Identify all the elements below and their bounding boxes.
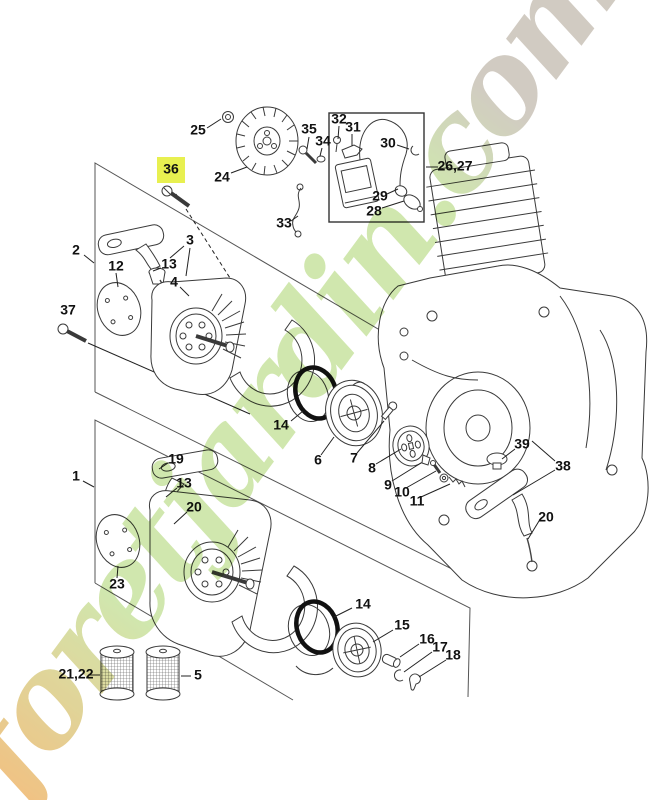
handle-cap-39-drawing — [486, 452, 508, 470]
gasket-12-drawing — [96, 282, 142, 336]
part-label-10[interactable]: 10 — [394, 484, 410, 500]
part-label-13[interactable]: 13 — [176, 475, 192, 491]
engine-assembly-drawing — [377, 142, 649, 599]
upper-starter-handle-drawing — [97, 224, 165, 271]
part-label-20[interactable]: 20 — [186, 499, 202, 515]
lower-starter-housing-drawing — [148, 490, 272, 657]
part-label-4[interactable]: 4 — [170, 274, 178, 290]
ignition-coil-drawing — [333, 118, 423, 212]
pin-10-drawing — [430, 460, 442, 474]
part-label-38[interactable]: 38 — [555, 458, 571, 474]
screw-7-drawing — [380, 401, 398, 421]
spark-plug-wire — [359, 118, 408, 187]
part-label-12[interactable]: 12 — [108, 258, 124, 274]
part-label-32[interactable]: 32 — [331, 111, 347, 127]
right-handle-38-drawing — [465, 468, 533, 563]
highlight-box — [157, 157, 185, 183]
part-label-7[interactable]: 7 — [350, 450, 358, 466]
leader-lines — [82, 118, 556, 678]
part-label-1[interactable]: 1 — [72, 468, 80, 484]
part-label-16[interactable]: 16 — [419, 631, 435, 647]
part-label-28[interactable]: 28 — [366, 203, 382, 219]
part-label-18[interactable]: 18 — [445, 647, 461, 663]
part-label-23[interactable]: 23 — [109, 576, 125, 592]
clip-18-drawing — [409, 673, 421, 691]
part-label-19[interactable]: 19 — [168, 451, 184, 467]
part-label-34[interactable]: 34 — [315, 133, 331, 149]
part-label-14[interactable]: 14 — [355, 596, 371, 612]
pawl-9-drawing — [421, 454, 431, 466]
part-label-20[interactable]: 20 — [538, 509, 554, 525]
part-label-15[interactable]: 15 — [394, 617, 410, 633]
washer-34-drawing — [316, 155, 326, 163]
washer-11-drawing — [439, 473, 466, 488]
rope-rotor-15-drawing — [295, 622, 382, 678]
part-label-9[interactable]: 9 — [384, 477, 392, 493]
clip-30-drawing — [410, 145, 420, 156]
clutch-drum-8-drawing — [392, 425, 430, 467]
screw-35-drawing — [298, 145, 318, 165]
part-label-30[interactable]: 30 — [380, 135, 396, 151]
part-label-31[interactable]: 31 — [345, 119, 361, 135]
part-label-25[interactable]: 25 — [190, 122, 206, 138]
part-label-21-22[interactable]: 21,22 — [58, 666, 93, 682]
bushing-16-drawing — [381, 653, 401, 668]
part-label-36[interactable]: 36 — [163, 161, 179, 177]
part-label-35[interactable]: 35 — [301, 121, 317, 137]
part-label-11[interactable]: 11 — [410, 493, 425, 509]
nut-25-drawing — [222, 111, 234, 123]
part-label-24[interactable]: 24 — [214, 169, 230, 185]
part-label-17[interactable]: 17 — [432, 639, 448, 655]
gasket-23-drawing — [95, 514, 141, 568]
part-label-14[interactable]: 14 — [273, 417, 289, 433]
part-label-3[interactable]: 3 — [186, 232, 194, 248]
part-label-13[interactable]: 13 — [161, 256, 177, 272]
screw-37-drawing — [57, 323, 87, 343]
filter-21-22-drawing — [99, 645, 135, 701]
part-label-2[interactable]: 2 — [72, 242, 80, 258]
part-label-33[interactable]: 33 — [276, 215, 292, 231]
filter-5-drawing — [145, 645, 181, 701]
clip-17-drawing — [394, 669, 404, 682]
tensioner-33-drawing — [292, 183, 304, 238]
screw-36-drawing — [161, 185, 191, 208]
screw-32-drawing — [333, 136, 341, 144]
rewind-spring-14-lower-drawing — [287, 599, 340, 656]
part-label-5[interactable]: 5 — [194, 667, 202, 683]
part-label-6[interactable]: 6 — [314, 452, 322, 468]
part-label-8[interactable]: 8 — [368, 460, 376, 476]
part-label-29[interactable]: 29 — [372, 188, 388, 204]
rope-rotor-6-drawing — [325, 379, 383, 447]
leader-36-dashed — [185, 208, 238, 290]
part-label-39[interactable]: 39 — [514, 436, 530, 452]
ignition-inset-box — [328, 112, 425, 223]
flywheel-24-drawing — [235, 106, 299, 176]
plug-boot-29-drawing — [394, 185, 408, 197]
part-label-26-27[interactable]: 26,27 — [437, 158, 472, 174]
upper-starter-housing-drawing — [150, 277, 247, 396]
starter-rope-20-right — [526, 537, 533, 563]
part-label-37[interactable]: 37 — [60, 302, 76, 318]
